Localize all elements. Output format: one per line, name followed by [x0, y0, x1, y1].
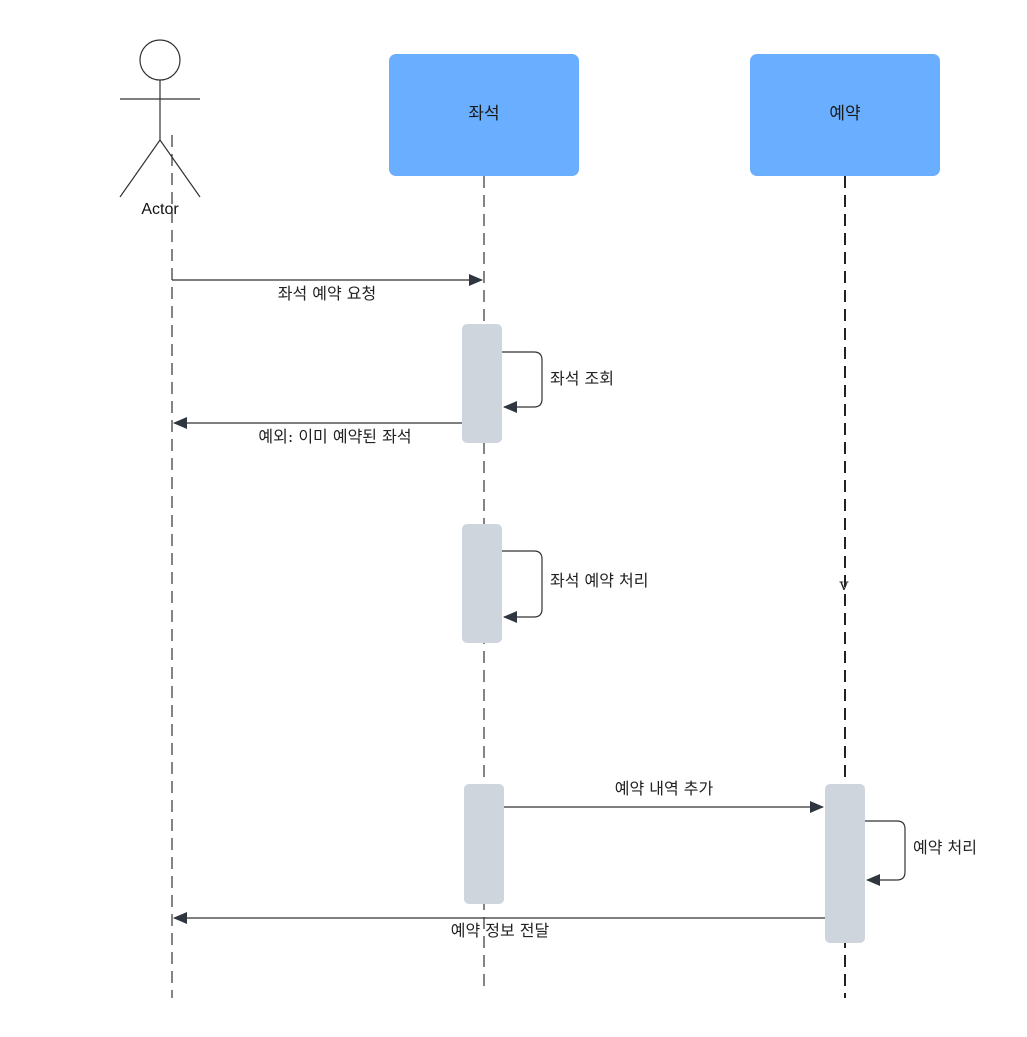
- activation-reservation: [825, 784, 865, 943]
- lifeline-mark: v: [838, 575, 848, 594]
- participant-seat-label: 좌석: [468, 104, 499, 124]
- self-call-seat-process-label: 좌석 예약 처리: [550, 571, 649, 590]
- actor-left-leg: [119, 139, 161, 198]
- self-call-reservation-process-label: 예약 처리: [913, 838, 977, 857]
- message-seat-request-label: 좌석 예약 요청: [278, 284, 377, 303]
- actor-figure: Actor: [119, 39, 201, 218]
- participant-reservation: 예약: [750, 54, 940, 176]
- message-exception-label: 예외: 이미 예약된 좌석: [258, 427, 411, 446]
- message-add-history-label: 예약 내역 추가: [615, 779, 714, 798]
- activation-seat-2: [462, 524, 502, 643]
- self-call-seat-lookup-arrow: [502, 351, 543, 413]
- participant-seat-box: [389, 54, 579, 176]
- activation-seat-3: [464, 784, 504, 904]
- participant-reservation-box: [750, 54, 940, 176]
- activation-seat-1: [462, 324, 502, 443]
- message-deliver-info-label: 예약 정보 전달: [451, 921, 550, 940]
- actor-head: [139, 39, 181, 81]
- self-call-seat-process-arrow: [502, 550, 543, 623]
- actor-right-leg: [159, 139, 201, 198]
- actor-label: Actor: [141, 201, 179, 218]
- participant-seat: 좌석: [389, 54, 579, 176]
- self-call-reservation-process-arrow: [865, 820, 906, 886]
- participant-reservation-label: 예약: [829, 104, 860, 124]
- self-call-seat-lookup-label: 좌석 조회: [550, 369, 614, 388]
